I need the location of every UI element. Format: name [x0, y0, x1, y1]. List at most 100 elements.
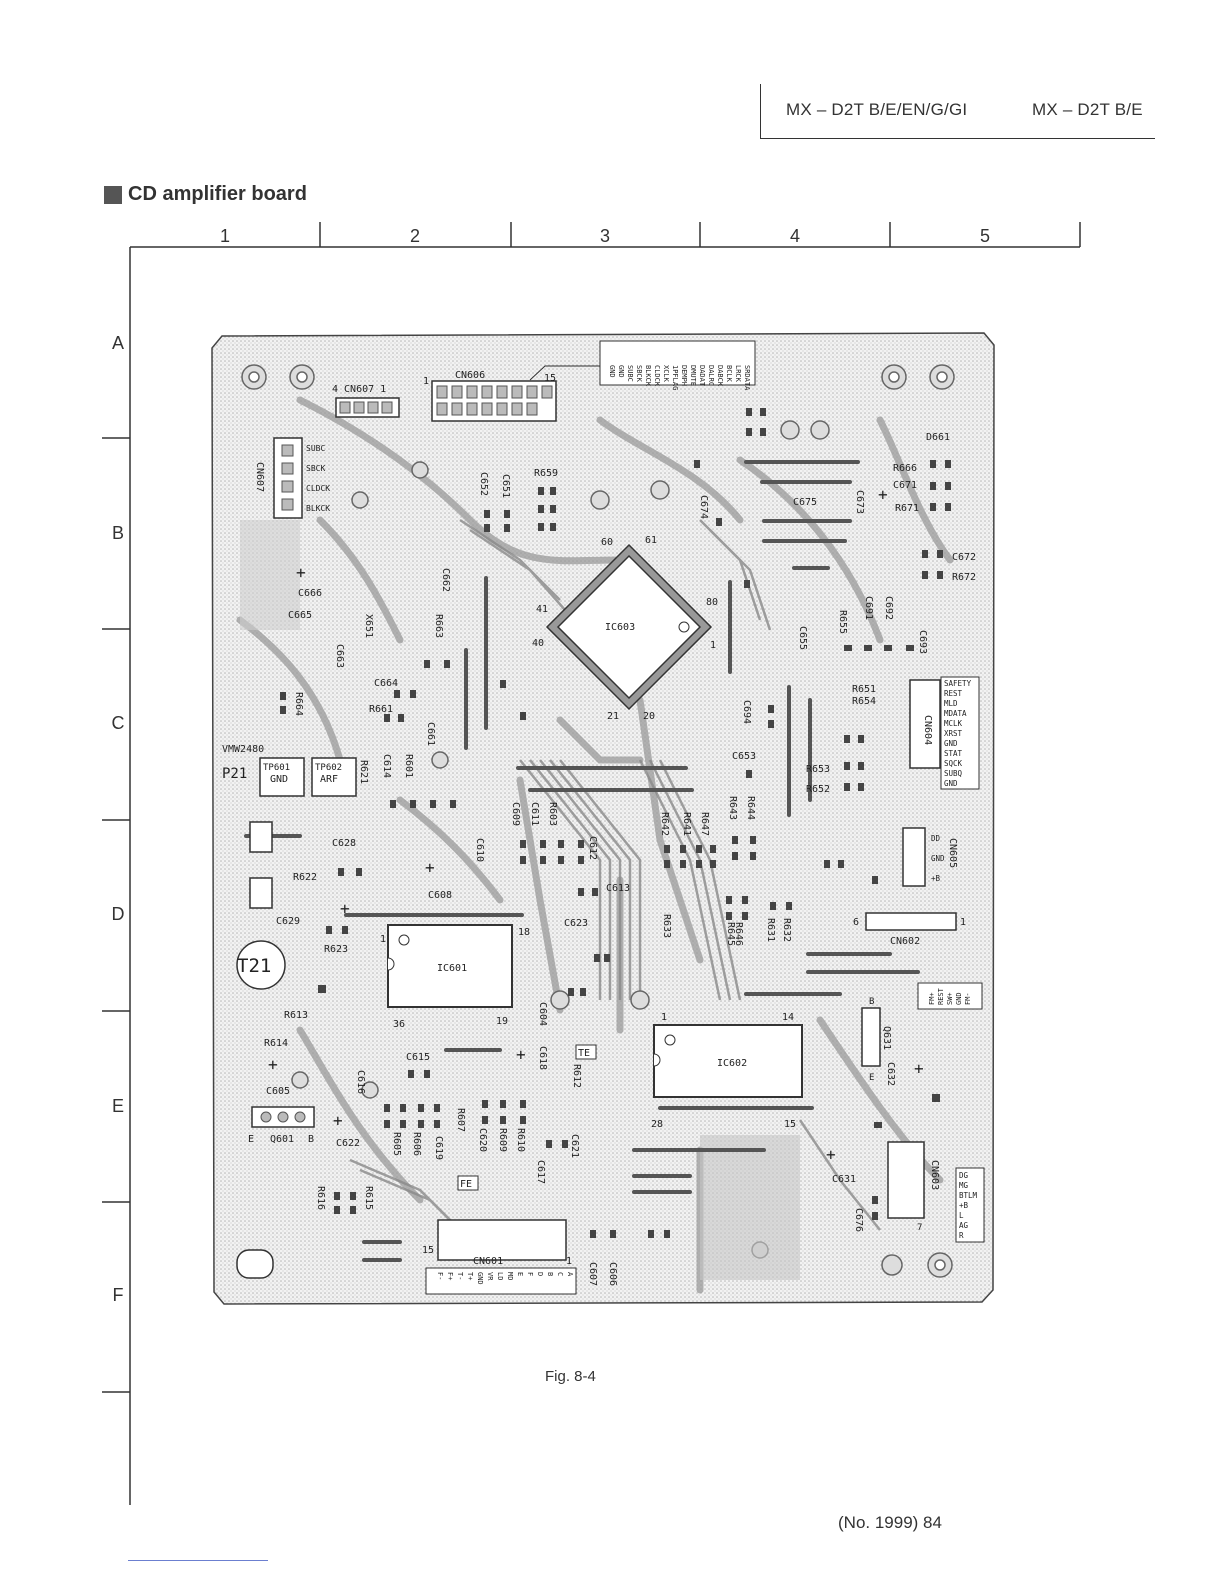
t21-label: T21 — [237, 955, 271, 977]
svg-text:GND: GND — [955, 992, 963, 1005]
svg-text:E: E — [516, 1272, 524, 1276]
svg-text:DD: DD — [931, 834, 941, 843]
label-r621: R621 — [358, 760, 369, 784]
svg-text:61: 61 — [645, 535, 657, 546]
label-r622: R622 — [293, 872, 317, 883]
board-mark-vmw: VMW2480 — [222, 744, 264, 755]
label-c629: C629 — [276, 916, 300, 927]
label-c655: C655 — [797, 626, 808, 650]
svg-text:BLKCK: BLKCK — [306, 504, 330, 513]
label-r615: R615 — [363, 1186, 374, 1210]
cn603-label: CN603 — [929, 1160, 940, 1190]
tp602-signal: ARF — [320, 774, 338, 785]
fe-box — [457, 1175, 479, 1191]
label-c651: C651 — [500, 474, 511, 498]
label-r653: R653 — [806, 764, 830, 775]
grid-row-f: F — [112, 1285, 124, 1305]
svg-text:MG: MG — [959, 1181, 969, 1190]
cn607-label: CN607 — [254, 462, 265, 492]
label-r646: R646 — [733, 922, 744, 946]
label-r633: R633 — [661, 914, 672, 938]
label-r659: R659 — [534, 468, 558, 479]
label-c608: C608 — [428, 890, 452, 901]
svg-text:B: B — [546, 1272, 554, 1276]
q631-body — [861, 1007, 881, 1067]
svg-text:SAFETY: SAFETY — [944, 679, 972, 688]
cn606-label: CN606 — [455, 370, 485, 381]
label-r671: R671 — [895, 503, 919, 514]
label-r655: R655 — [837, 610, 848, 634]
label-c609: C609 — [510, 802, 521, 826]
label-c631: C631 — [832, 1174, 856, 1185]
svg-text:SUBC: SUBC — [626, 365, 634, 382]
svg-text:BCLK: BCLK — [725, 365, 733, 383]
label-c671: C671 — [893, 480, 917, 491]
cn607-pins — [281, 444, 294, 511]
grid-column-4: 4 — [789, 226, 800, 246]
page-number: (No. 1999) 84 — [838, 1513, 942, 1532]
label-c653: C653 — [732, 751, 756, 762]
svg-text:MD: MD — [506, 1272, 514, 1280]
label-r672: R672 — [952, 572, 976, 583]
label-r606: R606 — [411, 1132, 422, 1156]
cn606-pin-last: 15 — [544, 373, 556, 384]
label-c676: C676 — [853, 1208, 864, 1232]
tp602-box — [311, 757, 357, 797]
cn602-label: CN602 — [890, 936, 920, 947]
label-x651: X651 — [363, 614, 374, 638]
label-r663: R663 — [433, 614, 444, 638]
label-c673: C673 — [854, 490, 865, 514]
svg-text:D: D — [536, 1272, 544, 1276]
svg-text:SQCK: SQCK — [944, 759, 963, 768]
cn607-top-label: 4 CN607 1 — [332, 384, 386, 395]
figure-caption: Fig. 8-4 — [545, 1368, 596, 1385]
label-r612: R612 — [571, 1064, 582, 1088]
label-c621: C621 — [569, 1134, 580, 1158]
label-c617: C617 — [535, 1160, 546, 1184]
svg-text:GND: GND — [617, 365, 625, 378]
svg-text:+: + — [340, 899, 350, 918]
tp601-signal: GND — [270, 774, 288, 785]
cn606-pins — [436, 385, 553, 416]
cn606-pin-first: 1 — [423, 376, 429, 387]
big-cap-1 — [249, 821, 273, 853]
svg-text:DABCK: DABCK — [716, 365, 724, 387]
cn604-label: CN604 — [922, 715, 933, 745]
svg-text:LD: LD — [496, 1272, 504, 1280]
label-r647: R647 — [699, 812, 710, 836]
label-c612: C612 — [587, 836, 598, 860]
label-c619: C619 — [433, 1136, 444, 1160]
fe-label: FE — [460, 1179, 472, 1190]
model-number-secondary: MX – D2T B/E — [1032, 100, 1143, 119]
label-d661: D661 — [926, 432, 950, 443]
label-c605: C605 — [266, 1086, 290, 1097]
ic603-pin-labels: 60 61 41 40 80 1 21 20 — [532, 535, 718, 722]
label-c694: C694 — [741, 700, 752, 724]
label-c620: C620 — [477, 1128, 488, 1152]
cn601-body — [437, 1219, 567, 1261]
svg-text:+: + — [425, 858, 435, 877]
label-r613: R613 — [284, 1010, 308, 1021]
label-c632: C632 — [885, 1062, 896, 1086]
label-c661: C661 — [425, 722, 436, 746]
label-r607: R607 — [455, 1108, 466, 1132]
svg-text:SW+: SW+ — [946, 992, 954, 1005]
svg-text:1: 1 — [710, 640, 716, 651]
svg-text:F-: F- — [436, 1272, 444, 1280]
grid-column-1: 1 — [219, 226, 230, 246]
grid-row-e: E — [111, 1096, 124, 1116]
svg-text:36: 36 — [393, 1019, 405, 1030]
cn602-body — [865, 912, 957, 931]
grid-column-2: 2 — [409, 226, 420, 246]
label-c615: C615 — [406, 1052, 430, 1063]
smd-pads — [280, 408, 951, 1238]
cn601-pin-last: 1 — [566, 1256, 572, 1267]
svg-text:+: + — [333, 1111, 343, 1130]
cn605-body — [902, 827, 926, 887]
grid-column-5: 5 — [979, 226, 990, 246]
ic603-package — [545, 543, 713, 711]
svg-text:20: 20 — [643, 711, 655, 722]
oval-pad — [236, 1249, 274, 1279]
svg-text:LRCK: LRCK — [734, 365, 742, 383]
